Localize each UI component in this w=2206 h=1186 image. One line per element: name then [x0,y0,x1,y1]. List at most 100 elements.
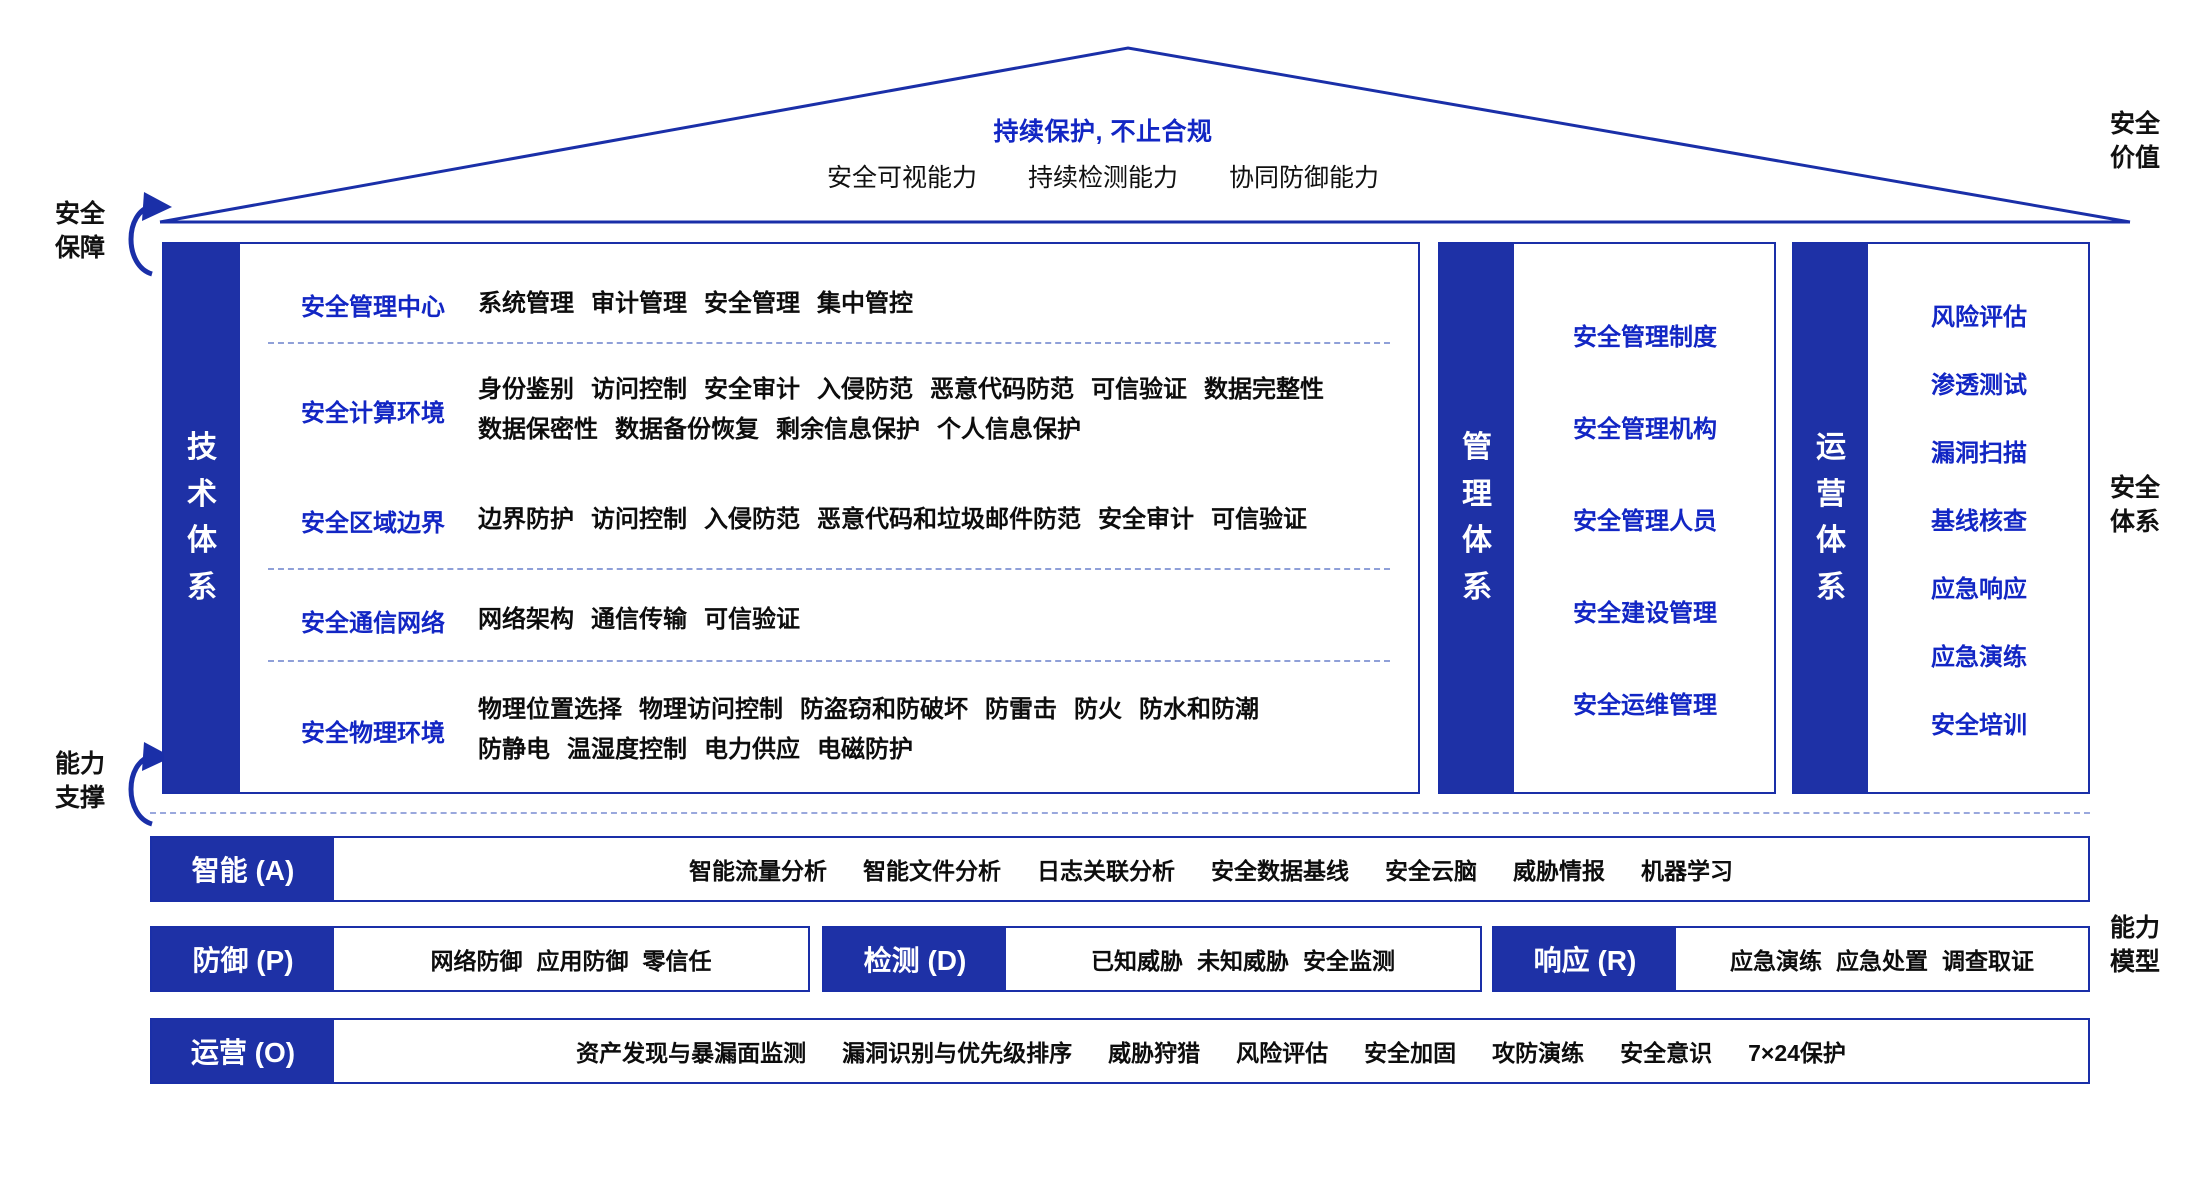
tech-row-line: 物理位置选择物理访问控制防盗窃和防破坏防雷击防火防水和防潮 [478,690,1398,730]
capability-tag-prevention: 防御 (P) [152,928,334,990]
capability-item: 应急处置 [1836,948,1928,974]
tech-item: 剩余信息保护 [776,416,920,443]
tech-row-items: 身份鉴别访问控制安全审计入侵防范恶意代码防范可信验证数据完整性 数据保密性数据备… [478,370,1398,449]
tech-item: 数据保密性 [478,416,598,443]
tech-item: 通信传输 [591,606,687,634]
tech-item: 安全审计 [1098,506,1194,534]
management-system-bar-char: 体 [1462,524,1492,557]
management-system-bar-char: 理 [1462,477,1492,511]
label-security-system: 安全体系 [2109,474,2160,536]
management-system-bar-char: 管 [1462,431,1492,464]
capability-item: 已知威胁 [1091,948,1183,974]
capability-item: 7×24保护 [1748,1040,1846,1066]
label-capability-support: 能力支撑 [54,750,105,812]
tech-item: 防火 [1074,696,1122,724]
tech-item: 入侵防范 [704,506,800,534]
roof-capability-item: 持续检测能力 [1027,164,1178,192]
capability-items-prevention: 网络防御应用防御零信任 [334,928,808,990]
tech-item: 网络架构 [478,606,574,634]
management-item: 安全管理机构 [1573,415,1717,443]
tech-row-secure-communication-network: 安全通信网络 网络架构通信传输可信验证 [268,592,1398,648]
technical-system-bar-char: 体 [187,524,217,557]
operation-system-bar: 运 营 体 系 [1794,244,1868,792]
tech-row-label: 安全区域边界 [301,509,445,537]
capability-row-response: 响应 (R) 应急演练应急处置调查取证 [1492,926,2090,992]
capability-item: 应用防御 [536,948,629,974]
tech-item: 物理位置选择 [478,696,622,724]
label-security-guarantee: 安全保障 [54,200,105,262]
capability-item: 攻防演练 [1492,1040,1585,1066]
tech-row-line: 数据保密性数据备份恢复剩余信息保护个人信息保护 [478,410,1398,450]
label-capability-model: 能力模型 [2109,914,2160,976]
tech-row-divider [268,660,1390,662]
operation-item: 渗透测试 [1931,371,2027,399]
capability-tag-intelligence: 智能 (A) [152,838,334,900]
operation-item: 风险评估 [1931,303,2027,331]
roof-capability-item: 协同防御能力 [1228,164,1379,192]
operation-item: 安全培训 [1931,711,2027,739]
capability-item: 资产发现与暴漏面监测 [576,1040,807,1066]
tech-item: 电力供应 [704,736,800,763]
arrow-security-guarantee-icon [128,192,172,277]
operation-system-bar-char: 营 [1816,477,1846,511]
tech-item: 物理访问控制 [639,696,783,724]
capability-row-prevention: 防御 (P) 网络防御应用防御零信任 [150,926,810,992]
tech-item: 入侵防范 [817,376,913,404]
operation-item: 应急演练 [1931,643,2027,671]
tech-row-label: 安全计算环境 [301,399,445,427]
management-item: 安全管理制度 [1573,323,1717,351]
management-system-bar-char: 系 [1462,570,1492,604]
tech-item: 恶意代码和垃圾邮件防范 [817,506,1081,534]
technical-system-bar-char: 系 [187,570,217,604]
capability-item: 调查取证 [1942,948,2034,974]
tech-item: 边界防护 [478,506,574,534]
roof-capability-list: 安全可视能力 持续检测能力 协同防御能力 [0,158,2206,194]
capability-item: 零信任 [642,948,712,974]
technical-system-bar-char: 技 [187,431,217,464]
operation-item: 应急响应 [1931,575,2027,603]
tech-item: 身份鉴别 [478,376,574,404]
tech-row-line: 边界防护访问控制入侵防范恶意代码和垃圾邮件防范安全审计可信验证 [478,500,1398,540]
tech-item: 访问控制 [591,506,687,534]
tech-row-items: 系统管理审计管理安全管理集中管控 [478,284,1398,324]
tech-item: 恶意代码防范 [930,376,1074,404]
tech-row-items: 物理位置选择物理访问控制防盗窃和防破坏防雷击防火防水和防潮 防静电温湿度控制电力… [478,690,1398,769]
tech-item: 防雷击 [985,696,1057,724]
tech-row-divider [268,568,1390,570]
capability-item: 威胁狩猎 [1108,1040,1201,1066]
tech-item: 防盗窃和防破坏 [800,696,968,724]
roof-capability-item: 安全可视能力 [827,164,978,192]
capability-item: 未知威胁 [1197,948,1289,974]
tech-item: 安全管理 [704,290,800,318]
capability-items-response: 应急演练应急处置调查取证 [1676,928,2088,990]
roof-outline [159,46,2131,224]
tech-row-secure-computing-environment: 安全计算环境 身份鉴别访问控制安全审计入侵防范恶意代码防范可信验证数据完整性 数… [268,362,1398,458]
tech-row-secure-area-boundary: 安全区域边界 边界防护访问控制入侵防范恶意代码和垃圾邮件防范安全审计可信验证 [268,492,1398,548]
tech-row-label: 安全通信网络 [301,609,445,637]
roof-title: 持续保护, 不止合规 [993,118,1213,146]
tech-item: 可信验证 [1091,376,1187,404]
tech-item: 可信验证 [704,606,800,634]
tech-item: 防水和防潮 [1139,696,1259,724]
capability-tag-response: 响应 (R) [1494,928,1676,990]
tech-row-divider [268,342,1390,344]
capability-item: 安全加固 [1364,1040,1457,1066]
capability-item: 机器学习 [1641,858,1733,884]
tech-row-label: 安全物理环境 [301,719,445,747]
technical-system-panel [162,242,1420,794]
management-system-bar: 管 理 体 系 [1440,244,1514,792]
tech-row-line: 系统管理审计管理安全管理集中管控 [478,284,1398,324]
capability-item: 风险评估 [1236,1040,1329,1066]
capability-item: 智能文件分析 [863,858,1001,884]
operation-system-bar-char: 系 [1816,570,1846,604]
capability-item: 网络防御 [430,948,523,974]
tech-item: 防静电 [478,736,550,763]
capability-item: 漏洞识别与优先级排序 [842,1040,1073,1066]
operation-item: 漏洞扫描 [1931,439,2027,467]
capability-item: 威胁情报 [1513,858,1605,884]
operation-system-items: 风险评估 渗透测试 漏洞扫描 基线核查 应急响应 应急演练 安全培训 [1872,252,2086,784]
capability-model-separator [150,812,2090,814]
capability-item: 日志关联分析 [1037,858,1175,884]
capability-tag-detection: 检测 (D) [824,928,1006,990]
operation-system-bar-char: 体 [1816,524,1846,557]
